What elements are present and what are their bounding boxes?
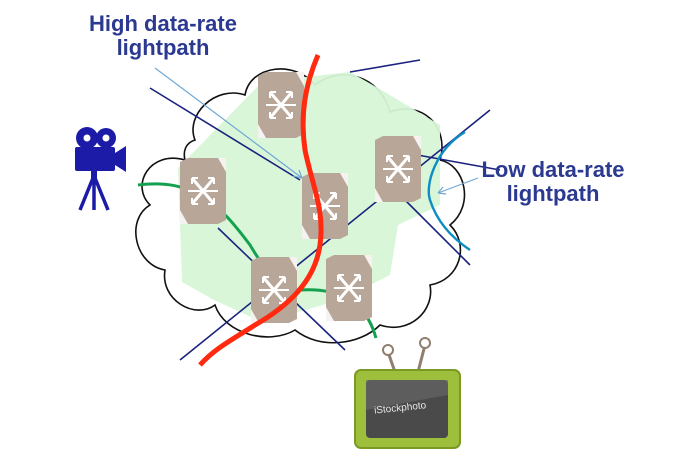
optical-switch-icon bbox=[373, 134, 423, 204]
low-rate-pointer bbox=[437, 177, 479, 194]
video-camera-icon bbox=[75, 127, 126, 211]
optical-switch-icon bbox=[256, 70, 306, 140]
television-icon bbox=[354, 337, 461, 449]
high-rate-pointer bbox=[154, 67, 303, 179]
optical-switch-icon bbox=[178, 156, 228, 226]
high-rate-lightpath bbox=[198, 54, 324, 367]
optical-switch-icon bbox=[324, 253, 374, 323]
optical-switch-icon bbox=[300, 171, 350, 241]
high-rate-label: High data-rate lightpath bbox=[89, 11, 237, 60]
low-rate-label: Low data-rate lightpath bbox=[481, 157, 625, 206]
low-rate-lightpath bbox=[427, 130, 471, 251]
